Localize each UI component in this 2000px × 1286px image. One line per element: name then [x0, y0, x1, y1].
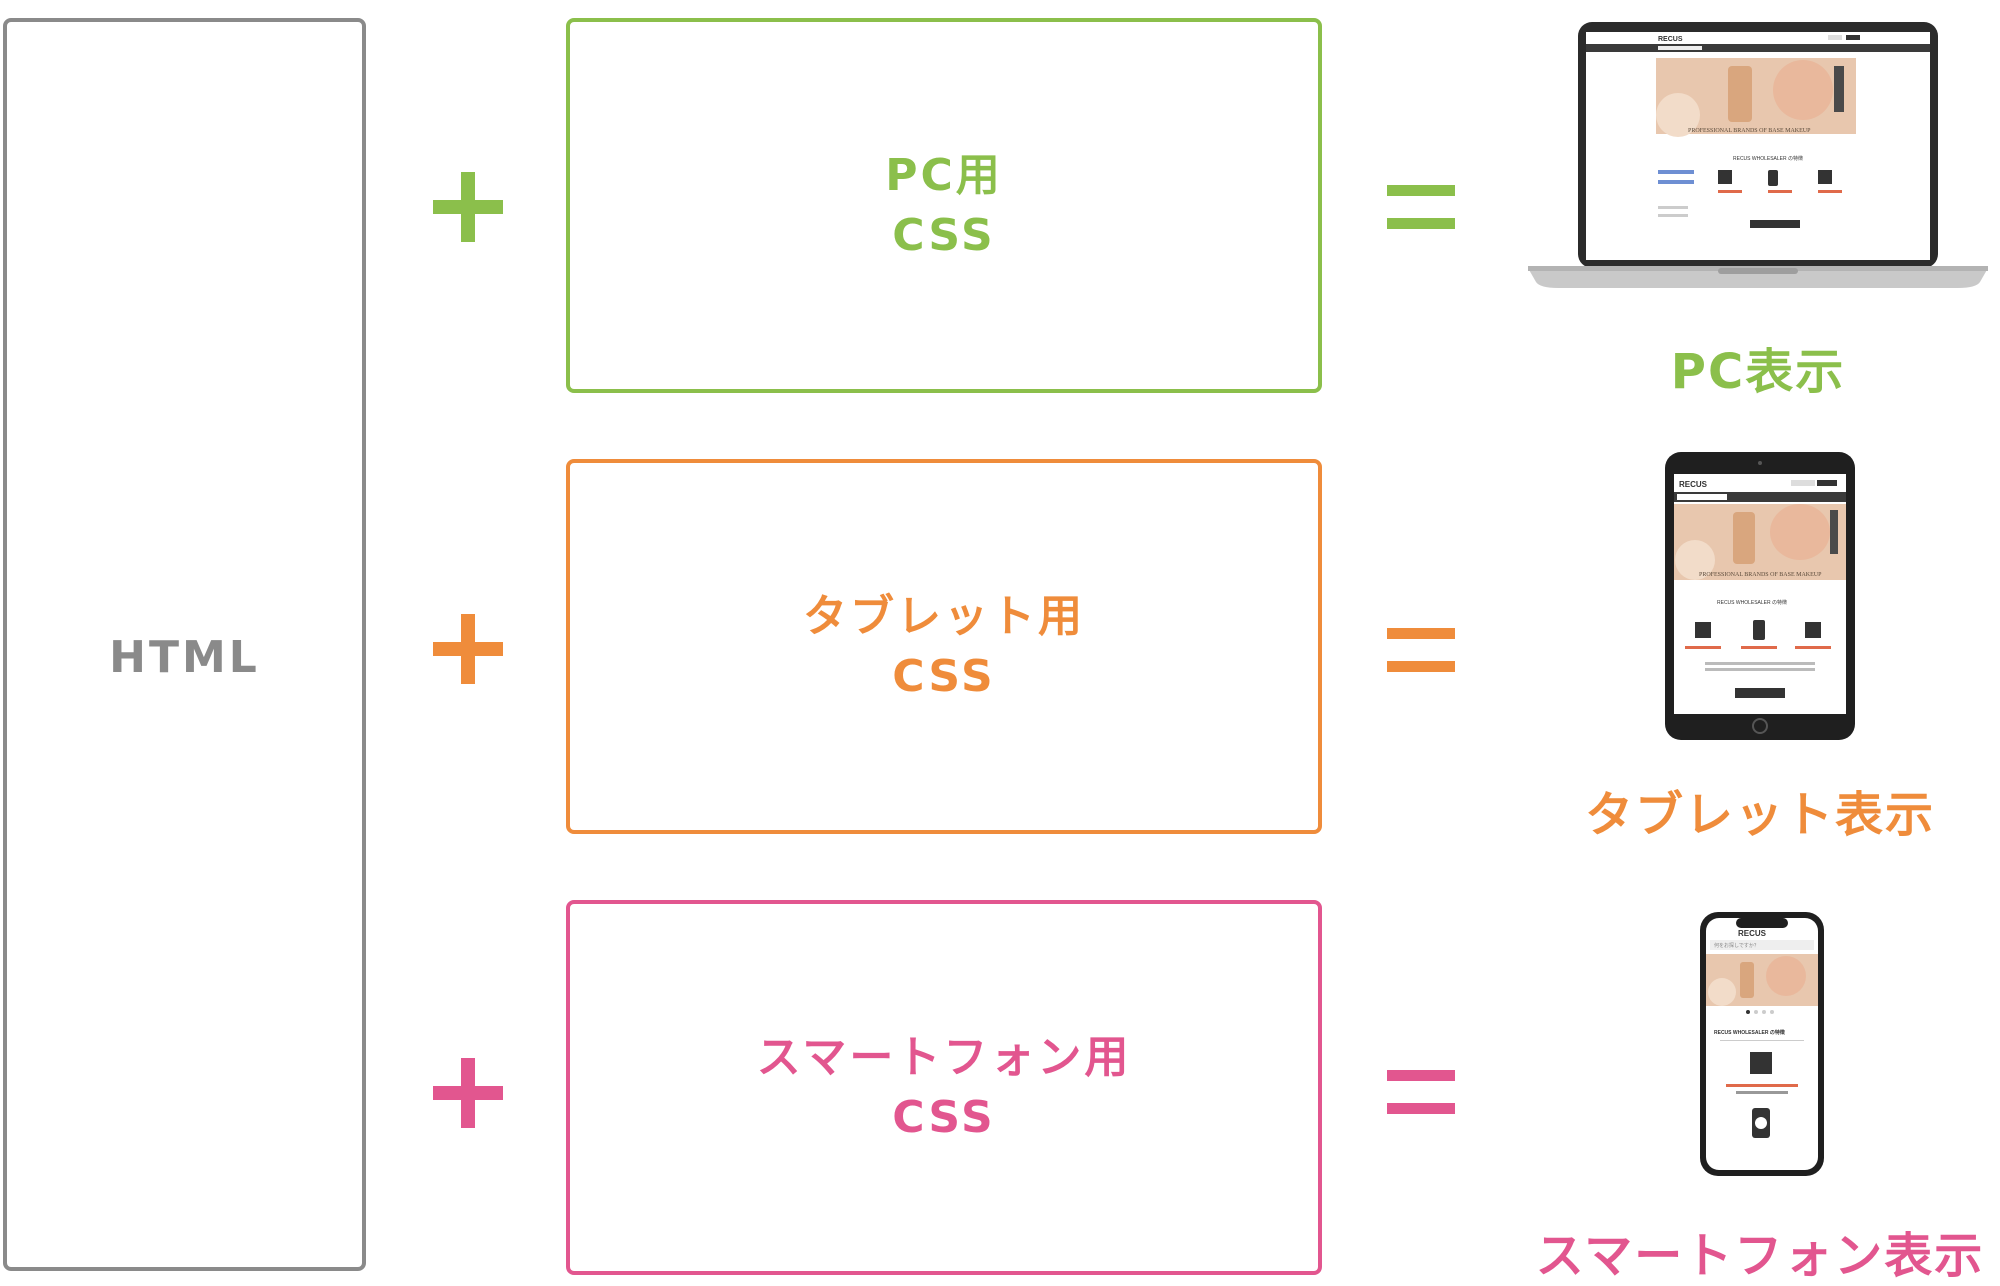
tablet-caption: タブレット表示	[1584, 787, 1935, 843]
laptop-banner: PROFESSIONAL BRANDS OF BASE MAKEUP	[1688, 128, 1811, 134]
equals-icon	[1387, 628, 1455, 672]
plus-icon	[433, 172, 503, 242]
plus-icon	[433, 614, 503, 684]
tablet-css-subtitle: CSS	[892, 650, 996, 702]
pc-caption: PC表示	[1670, 344, 1846, 400]
smartphone-css-title: スマートフォン用	[756, 1031, 1132, 1083]
plus-icon	[433, 1058, 503, 1128]
html-label: HTML	[109, 632, 260, 683]
laptop-heading: RECUS WHOLESALER の特徴	[1733, 155, 1803, 162]
tablet-icon: RECUS PROFESSIONAL BRANDS OF BASE MAKEUP…	[1665, 452, 1855, 740]
pc-css-box: PC用 CSS	[566, 18, 1322, 393]
equals-icon	[1387, 1070, 1455, 1114]
pc-css-title: PC用	[885, 149, 1003, 201]
laptop-logo: RECUS	[1658, 36, 1683, 43]
tablet-logo: RECUS	[1679, 480, 1708, 489]
html-box: HTML	[3, 18, 366, 1271]
smartphone-heading: RECUS WHOLESALER の特徴	[1714, 1029, 1786, 1036]
tablet-css-title: タブレット用	[803, 590, 1085, 642]
smartphone-icon: RECUS 何をお探しですか？ RECUS WHOLESALER の特徴	[1700, 912, 1824, 1176]
tablet-css-box: タブレット用 CSS	[566, 459, 1322, 834]
smartphone-caption: スマートフォン表示	[1535, 1228, 1985, 1284]
laptop-icon: RECUS PROFESSIONAL BRANDS OF BASE MAKEUP…	[1528, 22, 1988, 288]
equals-icon	[1387, 185, 1455, 229]
pc-css-subtitle: CSS	[892, 209, 996, 261]
tablet-heading: RECUS WHOLESALER の特徴	[1717, 599, 1787, 606]
smartphone-search: 何をお探しですか？	[1714, 942, 1759, 949]
smartphone-css-subtitle: CSS	[892, 1091, 996, 1143]
smartphone-css-box: スマートフォン用 CSS	[566, 900, 1322, 1275]
smartphone-logo: RECUS	[1738, 929, 1767, 938]
tablet-banner: PROFESSIONAL BRANDS OF BASE MAKEUP	[1699, 572, 1822, 578]
